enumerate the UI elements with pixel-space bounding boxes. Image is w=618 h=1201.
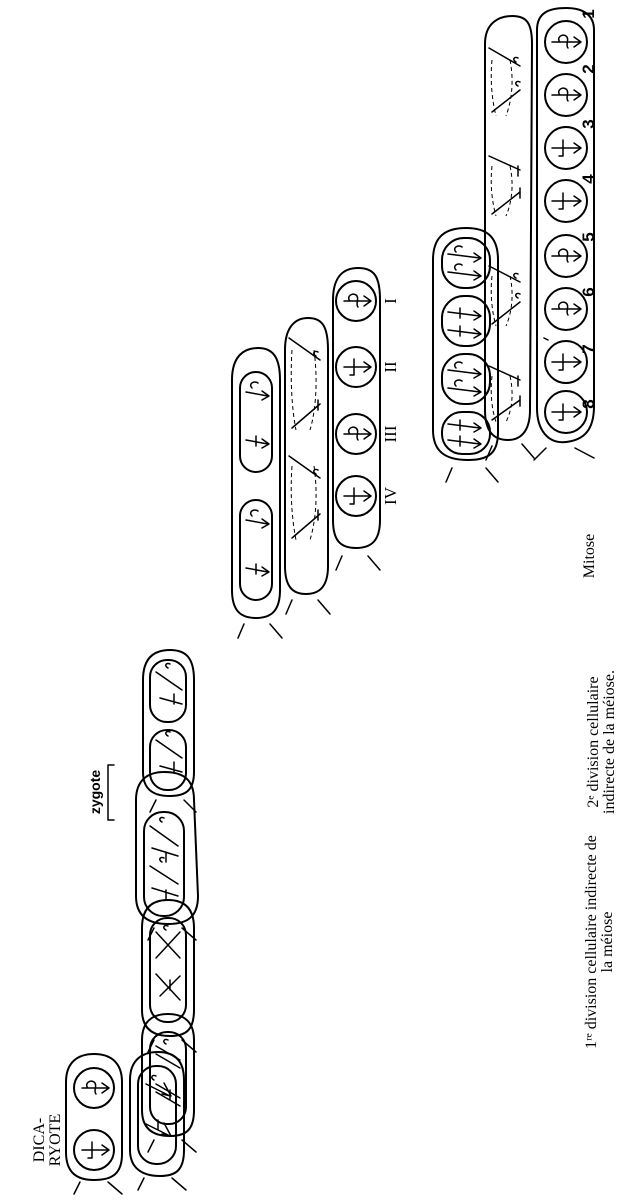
- ascus-zygote: [129, 1051, 187, 1191]
- dikaryote-nucleus-1: [73, 1067, 115, 1109]
- dicaryote-label-line2: RYOTE: [47, 1114, 64, 1166]
- dicaryote-label-line1: DICA-: [31, 1118, 48, 1162]
- spore-6: [544, 287, 588, 331]
- first-division-label-line2: la méiose: [599, 912, 616, 973]
- ascus-second-division-spindles: [284, 317, 331, 615]
- ascus-crossover-pair: [142, 649, 197, 813]
- spore-3: [544, 126, 588, 170]
- tetrad-label-2: II: [381, 361, 400, 373]
- mitosis-spindle-3: [488, 265, 521, 327]
- mitosis-spindle-4: [488, 365, 521, 423]
- tetrad-label-1: I: [381, 298, 400, 304]
- ascus-dikaryote: [65, 1053, 123, 1195]
- spore-number-6: 6: [579, 287, 598, 296]
- spore-number-5: 5: [579, 232, 598, 241]
- second-division-label-line1: 2ᵉ division cellulaire: [585, 676, 602, 807]
- ascus-eight-spores: [533, 7, 595, 461]
- tetrad-nucleus-3: [335, 413, 377, 455]
- ascus-paired-chromosomes: [135, 771, 199, 941]
- spore-number-4: 4: [579, 174, 598, 184]
- spore-number-2: 2: [579, 64, 598, 73]
- zygote-label: zygote: [87, 770, 103, 815]
- second-division-label-line2: indirecte de la méiose.: [601, 670, 618, 814]
- nucleus-pair-3: [441, 353, 491, 405]
- tetrad-label-3: III: [381, 425, 400, 442]
- tetrad-nucleus-4: [335, 475, 377, 517]
- first-division-label-line1: 1ʳᵉ division cellulaire indirecte de: [583, 835, 600, 1049]
- nucleus-pair-2: [441, 295, 491, 347]
- zygote-bracket: zygote: [87, 764, 115, 821]
- nucleus-pair-1: [441, 237, 491, 289]
- spore-2: [544, 73, 588, 117]
- daughter-nucleus-2: [239, 499, 273, 601]
- tetrad-labels: I II III IV: [381, 298, 400, 505]
- spore-number-8: 8: [579, 399, 598, 408]
- ascus-chiasma: [141, 899, 197, 1053]
- spore-4: [544, 179, 588, 223]
- tetrad-nucleus-1: [335, 280, 377, 322]
- tetrad-label-4: IV: [381, 486, 400, 505]
- spore-1: [544, 20, 588, 64]
- nucleus-pair-4: [441, 411, 491, 455]
- spore-5: [544, 234, 588, 278]
- ascus-mitosis-spindles: [484, 15, 549, 461]
- second-division-spindle-2: [288, 455, 321, 541]
- ascus-tetrad: [332, 267, 381, 571]
- stage-labels: Mitose 2ᵉ division cellulaire indirecte …: [31, 534, 618, 1166]
- spore-8: [544, 390, 588, 434]
- mitosis-spindle-2: [488, 155, 521, 217]
- tetrad-nucleus-2: [335, 346, 377, 388]
- spore-number-7: 7: [579, 344, 598, 353]
- dikaryote-nucleus-2: [73, 1129, 115, 1171]
- ascus-four-nuclei: [432, 227, 499, 483]
- mitosis-spindle-1: [488, 47, 521, 117]
- spore-7: [544, 340, 588, 384]
- mitose-label: Mitose: [581, 534, 598, 578]
- spore-number-3: 3: [579, 119, 598, 128]
- daughter-nucleus-1: [239, 371, 273, 473]
- second-division-spindle-1: [288, 337, 321, 431]
- ascus-two-nuclei: [231, 347, 283, 639]
